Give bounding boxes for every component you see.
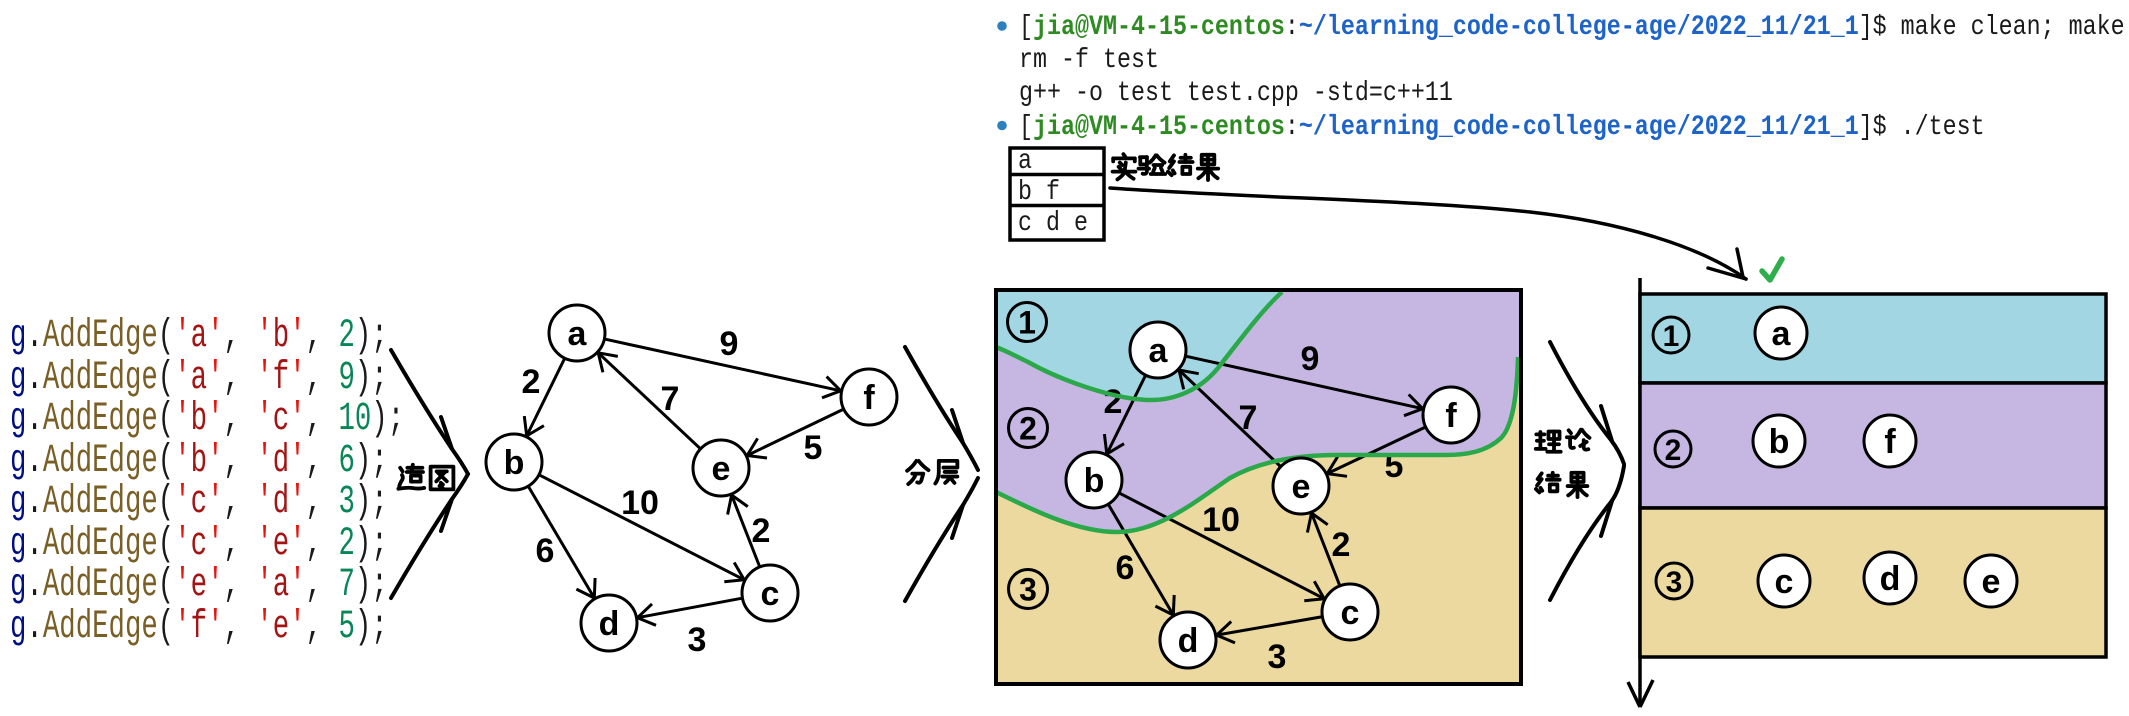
svg-text:a: a — [1772, 315, 1792, 353]
svg-text:e: e — [1982, 563, 2001, 601]
svg-text:6: 6 — [1116, 549, 1135, 587]
svg-text:f: f — [1884, 423, 1896, 461]
svg-text:c: c — [761, 575, 780, 613]
svg-text:f: f — [863, 379, 875, 417]
svg-text:e: e — [1292, 468, 1311, 506]
svg-text:2: 2 — [1332, 526, 1351, 564]
svg-text:b: b — [504, 444, 525, 482]
svg-text:a: a — [568, 315, 588, 353]
svg-text:2: 2 — [522, 363, 541, 401]
svg-text:9: 9 — [1301, 340, 1320, 378]
svg-text:7: 7 — [1239, 399, 1258, 437]
svg-text:5: 5 — [804, 429, 823, 467]
svg-text:3: 3 — [1666, 566, 1683, 599]
svg-text:c: c — [1341, 594, 1360, 632]
svg-text:d: d — [599, 605, 620, 643]
svg-text:2: 2 — [1665, 434, 1682, 467]
svg-text:6: 6 — [536, 532, 555, 570]
svg-text:d: d — [1880, 560, 1901, 598]
svg-text:3: 3 — [1268, 638, 1287, 676]
svg-text:a: a — [1149, 332, 1169, 370]
svg-text:2: 2 — [1019, 411, 1037, 447]
svg-text:d: d — [1178, 622, 1199, 660]
svg-text:b: b — [1769, 423, 1790, 461]
svg-text:9: 9 — [720, 325, 739, 363]
svg-text:1: 1 — [1018, 305, 1036, 341]
svg-text:1: 1 — [1663, 320, 1680, 353]
svg-text:10: 10 — [621, 484, 659, 522]
svg-text:3: 3 — [1019, 572, 1037, 608]
svg-text:e: e — [712, 450, 731, 488]
svg-text:b: b — [1084, 462, 1105, 500]
svg-text:2: 2 — [1104, 383, 1123, 421]
svg-text:2: 2 — [752, 512, 771, 550]
svg-text:3: 3 — [688, 621, 707, 659]
svg-text:10: 10 — [1202, 501, 1240, 539]
svg-text:7: 7 — [661, 380, 680, 418]
svg-text:c: c — [1775, 563, 1794, 601]
svg-text:f: f — [1445, 397, 1457, 435]
